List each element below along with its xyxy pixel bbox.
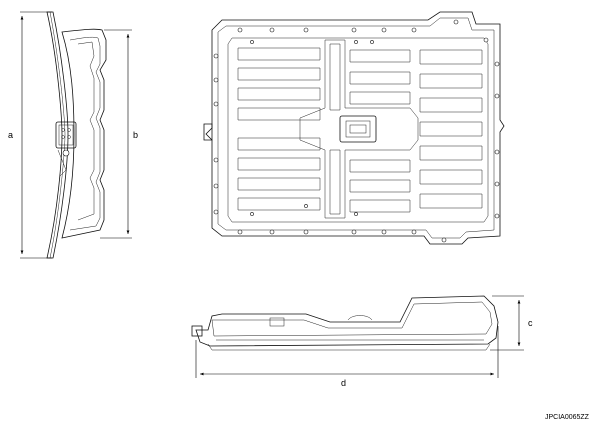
mounting-holes [213,19,500,243]
dimension-d-label: d [341,378,346,388]
top-view [203,11,505,245]
dimension-c-label: c [528,318,533,328]
service-plug-icon [339,115,377,143]
right-ribs [419,49,483,209]
figure-code: JPCIA0065ZZ [545,414,590,421]
middle-ribs [349,49,411,213]
dimension-b-label: b [133,130,138,140]
front-view [191,295,524,378]
connector-icon [55,121,77,177]
side-view [20,11,132,259]
left-ribs [237,47,321,211]
dimension-a-label: a [8,130,13,140]
